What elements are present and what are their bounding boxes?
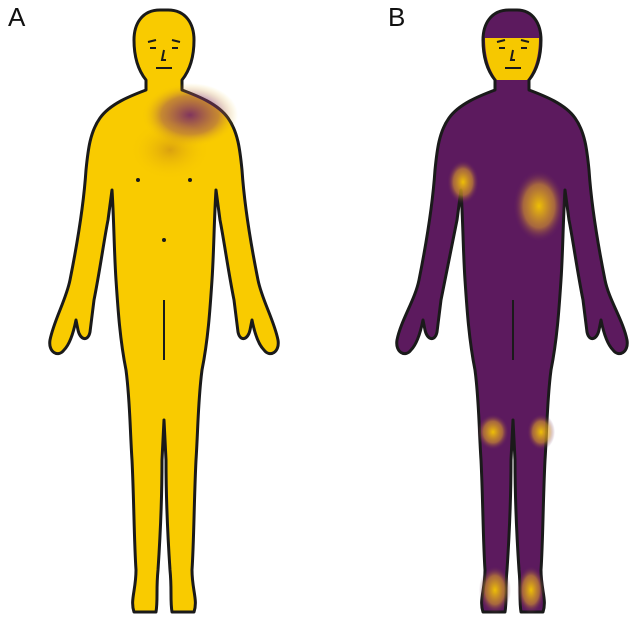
panel-label-a: A (8, 4, 25, 30)
navel-a (162, 238, 166, 242)
hotspot-knee-right-b (527, 414, 555, 450)
body-silhouette-b (397, 10, 628, 614)
body-figure-b (383, 0, 639, 624)
hotspot-knee-left-b (477, 414, 509, 450)
body-silhouette-a (50, 10, 279, 612)
hotspot-foot-right-b (517, 566, 545, 614)
nipple-left-a (136, 178, 140, 182)
body-figure-a (30, 0, 290, 624)
hotspot-chest-right-b (513, 170, 565, 242)
hotspot-foot-left-b (479, 566, 511, 614)
nipple-right-a (188, 178, 192, 182)
hotspot-chest-left-b (447, 160, 479, 204)
chest-shading-a (130, 120, 210, 180)
